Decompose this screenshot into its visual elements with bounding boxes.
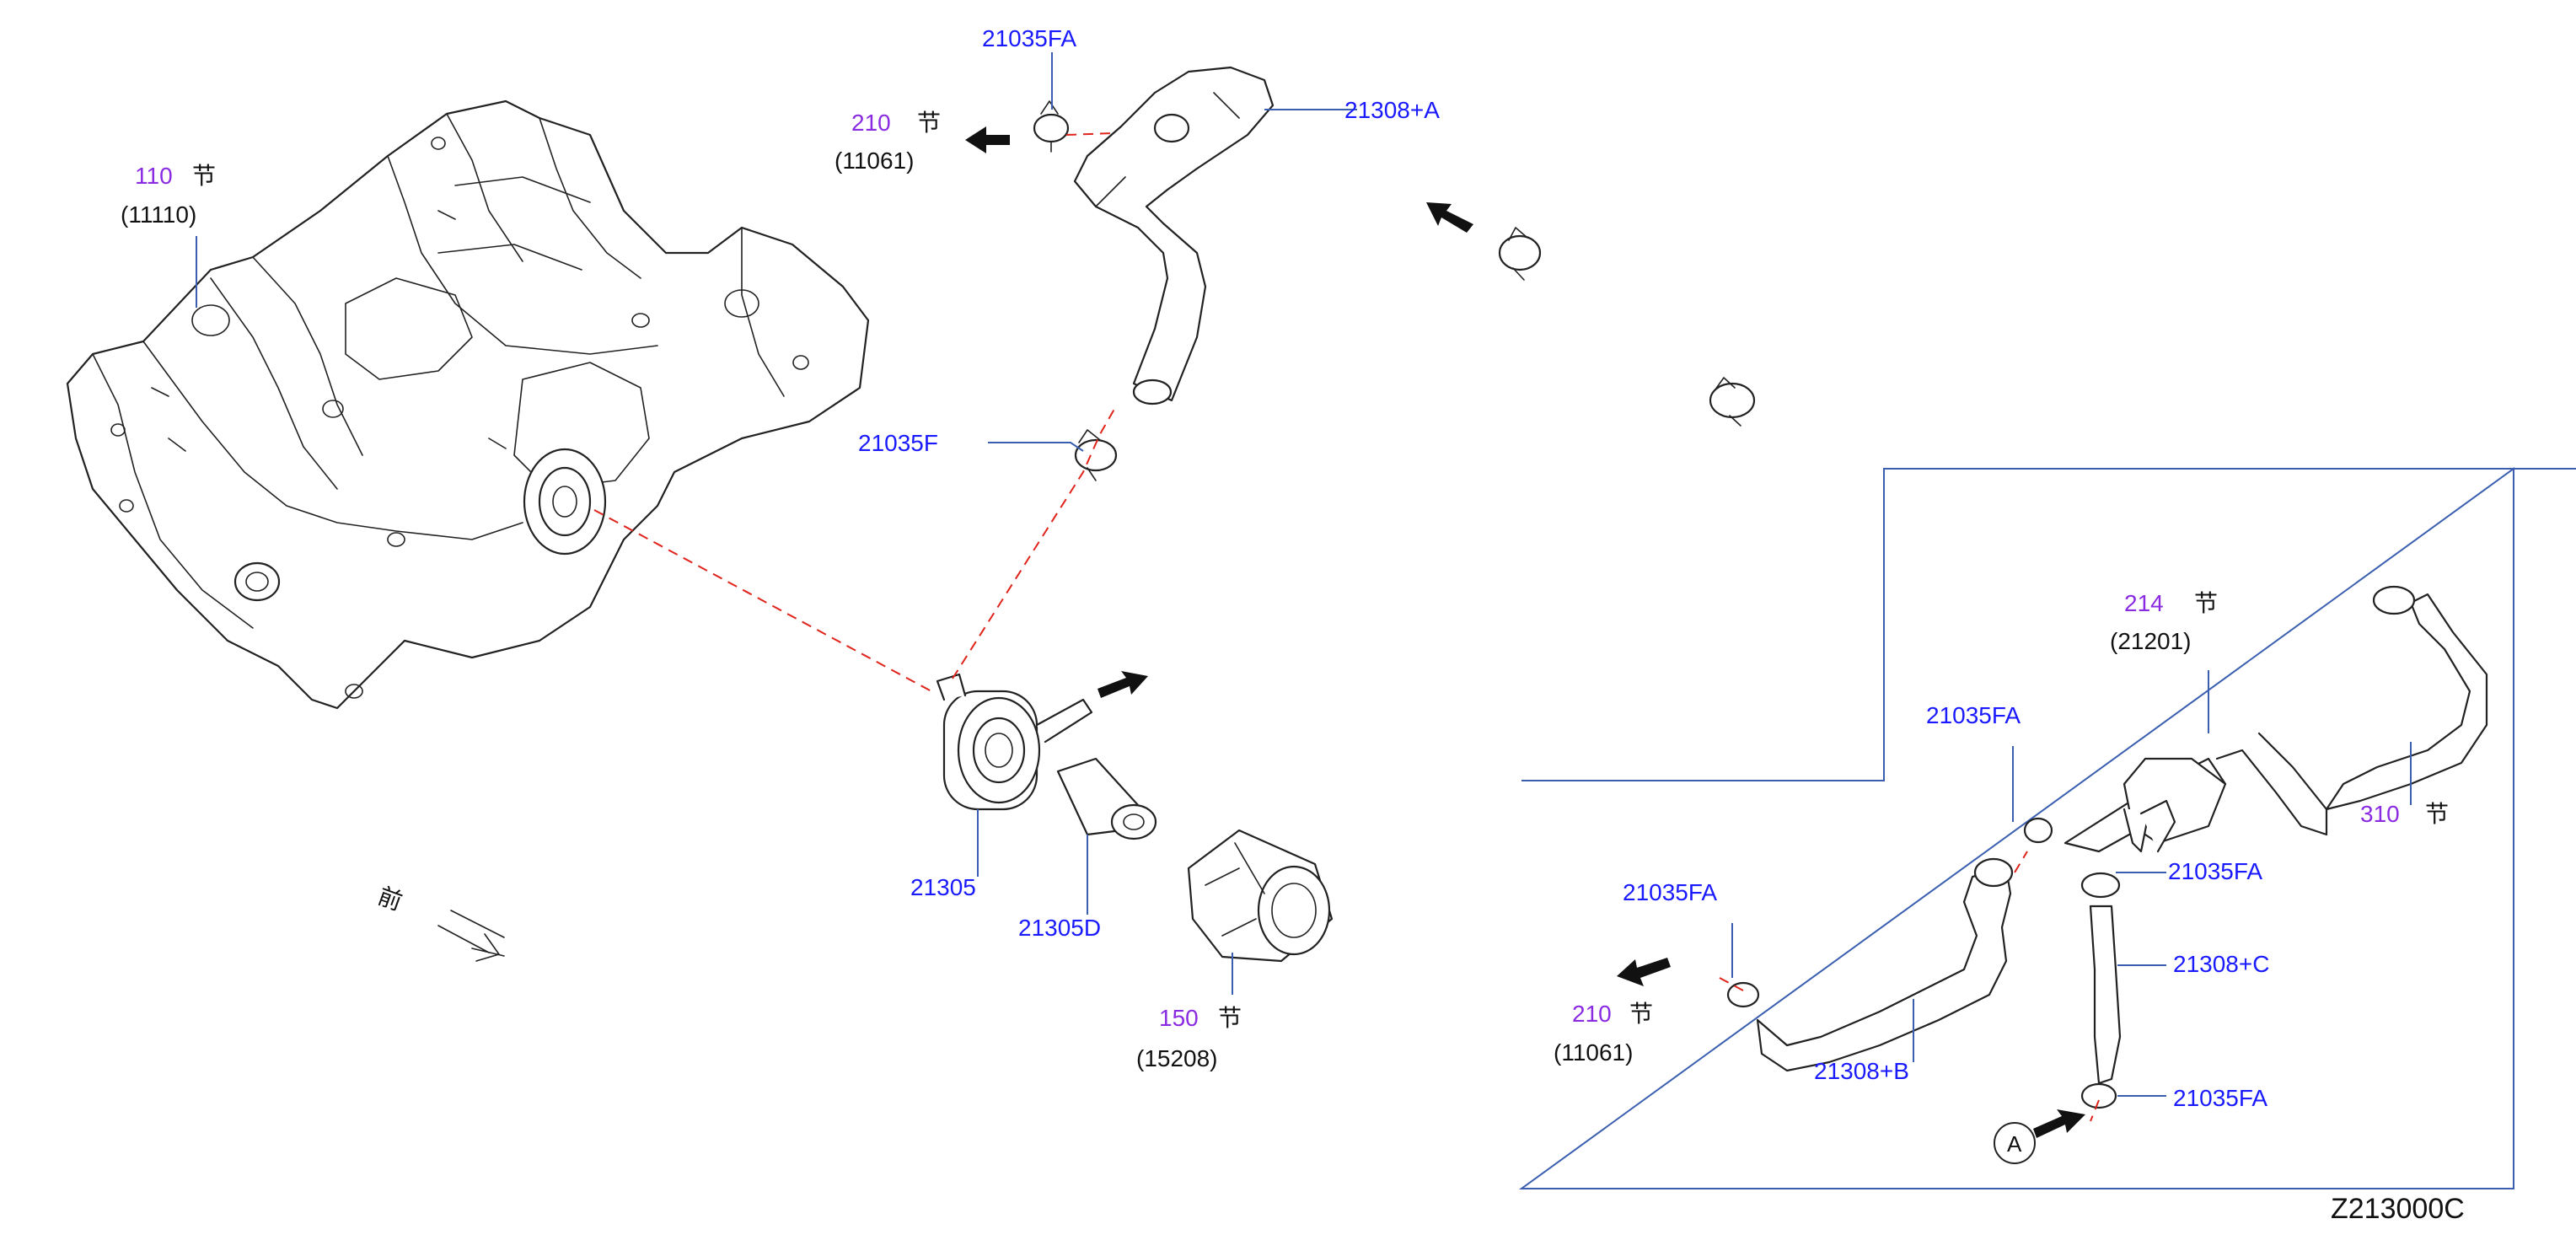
view-marker-circle bbox=[1994, 1122, 2036, 1164]
callout-110-suffix: 节 bbox=[192, 163, 216, 189]
engine-block-illustration bbox=[66, 99, 870, 710]
callout-21305: 21305 bbox=[910, 874, 976, 900]
callout-15208: (15208) bbox=[1136, 1045, 1218, 1071]
front-label: 前 bbox=[374, 883, 405, 915]
callout-21035fa-inset-4: 21035FA bbox=[2173, 1085, 2267, 1111]
arrow-upright-cooler bbox=[1097, 671, 1148, 698]
callout-21308-c: 21308+C bbox=[2173, 951, 2269, 977]
arrow-upright-inset bbox=[2033, 1109, 2085, 1138]
callout-21035fa-inset-1: 21035FA bbox=[1926, 702, 2021, 728]
callout-210-top-suffix: 节 bbox=[917, 110, 941, 136]
clamp-21035fa-top-illustration bbox=[1033, 100, 1070, 153]
callout-11061-inset: (11061) bbox=[1554, 1039, 1633, 1066]
view-marker-label: A bbox=[2007, 1131, 2022, 1157]
callout-21308-b: 21308+B bbox=[1814, 1058, 1909, 1084]
inset-clamps-illustration bbox=[1726, 585, 2416, 1109]
hose-21308-a-illustration bbox=[1073, 66, 1275, 405]
callout-150-suffix: 节 bbox=[1218, 1005, 1242, 1031]
arrow-upleft bbox=[1426, 202, 1473, 233]
callout-labels: 110 节 (11110) 21035FA 210 节 (11061) 2130… bbox=[121, 25, 2465, 1225]
callout-210-inset-suffix: 节 bbox=[1629, 1001, 1653, 1027]
leader-lines bbox=[196, 52, 2412, 1097]
callout-210-top-sec: 210 bbox=[851, 110, 891, 136]
connection-dashes bbox=[593, 132, 2100, 1122]
callout-11061-top: (11061) bbox=[835, 148, 914, 174]
loose-clamp-2-illustration bbox=[1709, 377, 1756, 427]
oil-filter-illustration bbox=[1187, 829, 1334, 963]
arrow-left-top bbox=[965, 126, 1010, 153]
callout-21035fa-inset-2: 21035FA bbox=[2168, 858, 2262, 884]
hose-21308-b-illustration bbox=[1756, 857, 2014, 1072]
callout-214-suffix: 节 bbox=[2194, 590, 2218, 616]
direction-arrows bbox=[437, 126, 2085, 1138]
callout-21035fa-top: 21035FA bbox=[982, 25, 1076, 51]
loose-clamp-1-illustration bbox=[1498, 227, 1542, 281]
callout-110-sec: 110 bbox=[135, 163, 173, 189]
callout-210-inset-sec: 210 bbox=[1572, 1001, 1612, 1027]
callout-310-sec: 310 bbox=[2360, 801, 2400, 827]
figure-code: Z213000C bbox=[2331, 1193, 2465, 1225]
callout-21308-a: 21308+A bbox=[1344, 97, 1440, 123]
callout-11110: (11110) bbox=[121, 201, 196, 228]
callout-214-sec: 214 bbox=[2124, 590, 2164, 616]
callout-21035f: 21035F bbox=[858, 430, 938, 456]
callout-21035fa-inset-3: 21035FA bbox=[1623, 879, 1717, 905]
connector-21305d-illustration bbox=[1056, 757, 1157, 840]
arrow-left-inset bbox=[1617, 958, 1671, 986]
front-arrow bbox=[437, 910, 505, 962]
clamp-21035f-illustration bbox=[1074, 429, 1118, 481]
oil-cooler-illustration bbox=[936, 673, 1093, 811]
water-pipe-assembly-illustration bbox=[2063, 593, 2488, 853]
callout-310-suffix: 节 bbox=[2425, 801, 2449, 827]
hose-21308-c-illustration bbox=[2089, 905, 2122, 1085]
callout-150-sec: 150 bbox=[1159, 1005, 1199, 1031]
callout-21305d: 21305D bbox=[1018, 915, 1101, 941]
callout-21201: (21201) bbox=[2110, 628, 2192, 654]
